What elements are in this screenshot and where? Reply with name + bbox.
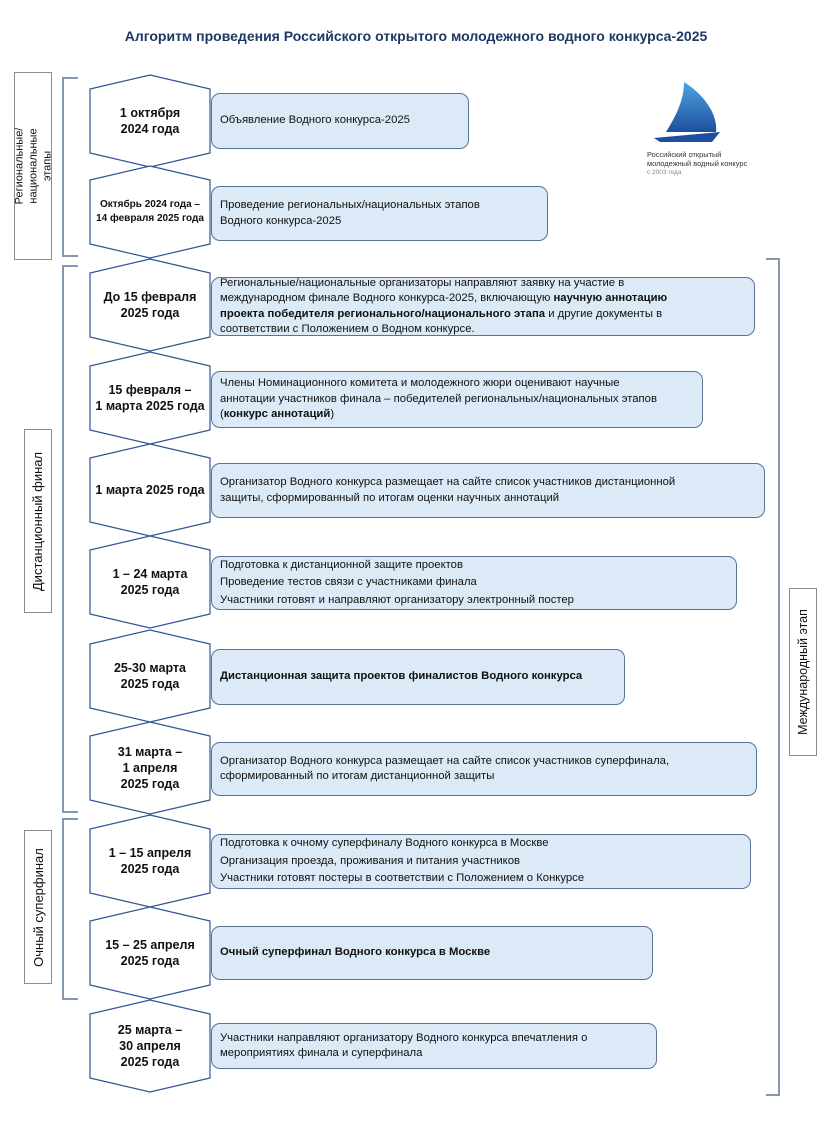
step-description: Проведение региональных/национальных эта… bbox=[211, 186, 548, 241]
text-segment: и другие документы в bbox=[545, 307, 663, 320]
side-label-regional-text: Региональные/национальные этапы bbox=[13, 127, 53, 205]
step-date: 25-30 марта 2025 года bbox=[113, 661, 187, 691]
step-hexagon bbox=[89, 535, 211, 629]
step-description: Организатор Водного конкурса размещает н… bbox=[211, 742, 757, 796]
text-segment: Участники направляют организатору Водног… bbox=[220, 1031, 588, 1044]
text-segment: Подготовка к очному суперфиналу Водного … bbox=[220, 837, 549, 850]
text-segment: Организатор Водного конкурса размещает н… bbox=[220, 754, 670, 767]
description-line: аннотации участников финала – победителе… bbox=[220, 392, 694, 408]
text-segment: Объявление Водного конкурса-2025 bbox=[220, 114, 410, 127]
step-description: Региональные/национальные организаторы н… bbox=[211, 277, 755, 336]
step-date: 15 февраля – 1 марта 2025 года bbox=[95, 383, 205, 413]
logo-caption: Российский открытый молодежный водный ко… bbox=[647, 150, 747, 177]
bracket-international bbox=[766, 258, 780, 1096]
description-line: международном финале Водного конкурса-20… bbox=[220, 291, 746, 307]
logo-line-2: молодежный водный конкурс bbox=[647, 159, 748, 168]
step-description: Участники направляют организатору Водног… bbox=[211, 1023, 657, 1069]
text-segment: Организатор Водного конкурса размещает н… bbox=[220, 476, 676, 488]
step-hexagon bbox=[89, 165, 211, 259]
sail-logo-icon bbox=[654, 82, 720, 142]
logo-line-1: Российский открытый bbox=[647, 150, 722, 159]
side-label-distance: Дистанционный финал bbox=[24, 429, 52, 613]
step-description: Очный суперфинал Водного конкурса в Моск… bbox=[211, 926, 653, 980]
page-title: Алгоритм проведения Российского открытог… bbox=[124, 28, 708, 44]
description-line: Организатор Водного конкурса размещает н… bbox=[220, 475, 756, 491]
description-line: сформированный по итогам дистанционной з… bbox=[220, 769, 748, 785]
text-segment: сформированный по итогам дистанционной з… bbox=[220, 770, 495, 782]
text-segment: Участники готовят и направляют организат… bbox=[220, 593, 574, 606]
text-segment: Водного конкурса-2025 bbox=[220, 214, 342, 227]
description-line: Проведение тестов связи с участниками фи… bbox=[220, 575, 728, 591]
description-line: соответствии с Положением о Водном конку… bbox=[220, 322, 746, 338]
bold-text: Дистанционная защита проектов финалистов… bbox=[220, 670, 583, 683]
description-line: Подготовка к очному суперфиналу Водного … bbox=[220, 836, 742, 852]
step-hexagon bbox=[89, 721, 211, 815]
side-label-international: Международный этап bbox=[789, 588, 817, 756]
step-hexagon bbox=[89, 258, 211, 352]
description-line: Члены Номинационного комитета и молодежн… bbox=[220, 376, 694, 392]
text-segment: ) bbox=[330, 408, 335, 421]
text-segment: соответствии с Положением о Водном конку… bbox=[220, 323, 475, 335]
description-line: Водного конкурса-2025 bbox=[220, 214, 539, 230]
description-line: защиты, сформированный по итогам оценки … bbox=[220, 491, 756, 507]
step-hexagon bbox=[89, 906, 211, 1000]
bold-text: научную аннотацию bbox=[553, 292, 668, 304]
step-date: 1 – 24 марта 2025 года bbox=[112, 567, 188, 597]
side-label-superfinal: Очный суперфинал bbox=[24, 830, 52, 984]
step-date: 31 марта – 1 апреля 2025 года bbox=[117, 745, 183, 791]
text-segment: Участники готовят постеры в соответствии… bbox=[220, 872, 585, 885]
step-date: Октябрь 2024 года – 14 февраля 2025 года bbox=[96, 199, 204, 224]
bold-text: Очный суперфинал Водного конкурса в Моск… bbox=[220, 946, 491, 959]
description-line: Подготовка к дистанционной защите проект… bbox=[220, 558, 728, 574]
bold-text: конкурс аннотаций bbox=[223, 408, 331, 421]
description-line: (конкурс аннотаций) bbox=[220, 407, 694, 423]
step-description: Дистанционная защита проектов финалистов… bbox=[211, 649, 625, 705]
text-segment: Региональные/национальные организаторы н… bbox=[220, 276, 625, 289]
side-label-international-text: Международный этап bbox=[796, 609, 810, 735]
side-label-superfinal-text: Очный суперфинал bbox=[30, 847, 46, 967]
logo-line-3: с 2003 года bbox=[647, 169, 682, 176]
bracket-superfinal bbox=[62, 818, 78, 1000]
side-label-distance-text: Дистанционный финал bbox=[30, 451, 46, 591]
step-date: До 15 февраля 2025 года bbox=[103, 290, 197, 320]
description-line: Очный суперфинал Водного конкурса в Моск… bbox=[220, 945, 644, 961]
step-hexagon bbox=[89, 999, 211, 1093]
text-segment: Проведение региональных/национальных эта… bbox=[220, 199, 480, 211]
description-line: Проведение региональных/национальных эта… bbox=[220, 198, 539, 214]
bracket-distance bbox=[62, 265, 78, 813]
text-segment: защиты, сформированный по итогам оценки … bbox=[220, 491, 560, 504]
text-segment: аннотации участников финала – победителе… bbox=[220, 392, 657, 405]
side-label-regional: Региональные/национальные этапы bbox=[13, 72, 53, 260]
description-line: проекта победителя регионального/национа… bbox=[220, 307, 746, 323]
step-description: Члены Номинационного комитета и молодежн… bbox=[211, 371, 703, 428]
bold-text: проекта победителя регионального/национа… bbox=[220, 307, 546, 320]
step-description: Подготовка к дистанционной защите проект… bbox=[211, 556, 737, 610]
description-line: Участники готовят и направляют организат… bbox=[220, 593, 728, 609]
step-date: 1 марта 2025 года bbox=[95, 483, 205, 497]
description-line: Региональные/национальные организаторы н… bbox=[220, 276, 746, 292]
description-line: Организация проезда, проживания и питани… bbox=[220, 854, 742, 870]
step-date: 15 – 25 апреля 2025 года bbox=[105, 938, 195, 968]
description-line: Участники готовят постеры в соответствии… bbox=[220, 871, 742, 887]
text-segment: международном финале Водного конкурса-20… bbox=[220, 292, 554, 304]
description-line: Дистанционная защита проектов финалистов… bbox=[220, 669, 616, 685]
step-date: 1 – 15 апреля 2025 года bbox=[108, 846, 192, 876]
text-segment: Проведение тестов связи с участниками фи… bbox=[220, 576, 477, 589]
step-date: 25 марта – 30 апреля 2025 года bbox=[117, 1023, 183, 1069]
text-segment: ( bbox=[220, 408, 224, 421]
step-description: Объявление Водного конкурса-2025 bbox=[211, 93, 469, 149]
description-line: Организатор Водного конкурса размещает н… bbox=[220, 754, 748, 770]
text-segment: мероприятиях финала и суперфинала bbox=[220, 1047, 423, 1059]
step-description: Организатор Водного конкурса размещает н… bbox=[211, 463, 765, 518]
description-line: мероприятиях финала и суперфинала bbox=[220, 1046, 648, 1062]
text-segment: Организация проезда, проживания и питани… bbox=[220, 854, 521, 867]
step-date: 1 октября 2024 года bbox=[119, 106, 181, 136]
text-segment: Подготовка к дистанционной защите проект… bbox=[220, 558, 463, 571]
text-segment: Члены Номинационного комитета и молодежн… bbox=[220, 377, 620, 390]
description-line: Участники направляют организатору Водног… bbox=[220, 1031, 648, 1047]
bracket-regional bbox=[62, 77, 78, 257]
description-line: Объявление Водного конкурса-2025 bbox=[220, 113, 460, 129]
step-description: Подготовка к очному суперфиналу Водного … bbox=[211, 834, 751, 889]
